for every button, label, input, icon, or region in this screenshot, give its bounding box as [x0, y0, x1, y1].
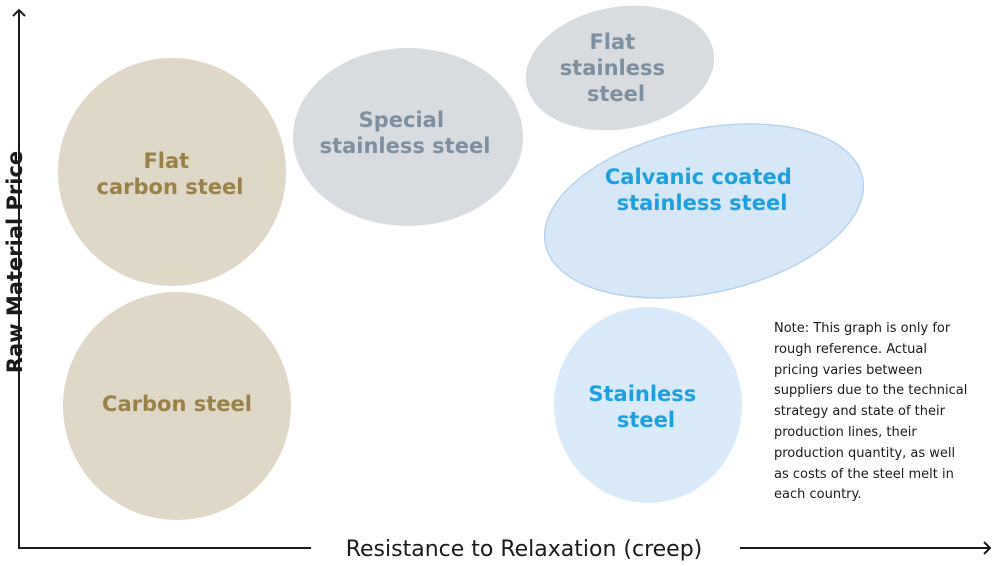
note-line: suppliers due to the technical — [774, 383, 968, 399]
bubble-label-line: Flat — [143, 149, 189, 173]
note-text: Note: This graph is only for rough refer… — [774, 319, 999, 506]
bubble-label-line: stainless steel — [320, 134, 491, 158]
bubble-label-line: steel — [587, 82, 645, 106]
note-line: as costs of the steel melt in — [774, 466, 954, 482]
y-axis-label: Raw Material Price — [3, 151, 27, 373]
bubble-stainless-steel: Stainless steel — [554, 307, 742, 503]
bubble-flat-stainless-steel-label: Flat stainless steel — [560, 30, 673, 106]
note-line: strategy and state of their — [774, 404, 945, 420]
bubble-flat-carbon-steel-label: Flat carbon steel — [97, 149, 244, 199]
bubble-calvanic-coated-stainless-steel-shape — [543, 123, 865, 299]
x-axis-label: Resistance to Relaxation (creep) — [346, 537, 703, 562]
bubble-flat-stainless-steel-shape — [525, 5, 715, 131]
bubble-calvanic-coated-stainless-steel-label: Calvanic coated stainless steel — [605, 165, 799, 215]
bubble-label-line: Special — [359, 108, 444, 132]
bubble-flat-carbon-steel-shape — [58, 58, 286, 286]
bubble-carbon-steel-label: Carbon steel — [102, 392, 252, 416]
note-line: rough reference. Actual — [774, 341, 927, 357]
bubble-label-line: Carbon steel — [102, 392, 252, 416]
bubble-label-line: Flat — [589, 30, 635, 54]
bubble-special-stainless-steel: Special stainless steel — [293, 48, 523, 226]
bubble-special-stainless-steel-shape — [293, 48, 523, 226]
bubble-carbon-steel: Carbon steel — [63, 292, 291, 520]
bubble-stainless-steel-label: Stainless steel — [588, 382, 703, 432]
note-line: production lines, their — [774, 424, 917, 440]
bubble-label-line: stainless — [560, 56, 665, 80]
bubble-calvanic-coated-stainless-steel: Calvanic coated stainless steel — [543, 123, 865, 299]
bubble-stainless-steel-shape — [554, 307, 742, 503]
bubble-label-line: steel — [617, 408, 675, 432]
note-line: each country. — [774, 487, 862, 503]
bubble-label-line: carbon steel — [97, 175, 244, 199]
bubble-flat-carbon-steel: Flat carbon steel — [58, 58, 286, 286]
bubble-special-stainless-steel-label: Special stainless steel — [320, 108, 491, 158]
bubble-flat-stainless-steel: Flat stainless steel — [525, 5, 715, 131]
bubble-label-line: stainless steel — [617, 191, 788, 215]
bubble-carbon-steel-shape — [63, 292, 291, 520]
note-line: production quantity, as well — [774, 445, 956, 461]
bubble-label-line: Stainless — [588, 382, 696, 406]
note-line: pricing varies between — [774, 362, 923, 378]
note-line: Note: This graph is only for — [774, 321, 951, 336]
bubble-label-line: Calvanic coated — [605, 165, 792, 189]
